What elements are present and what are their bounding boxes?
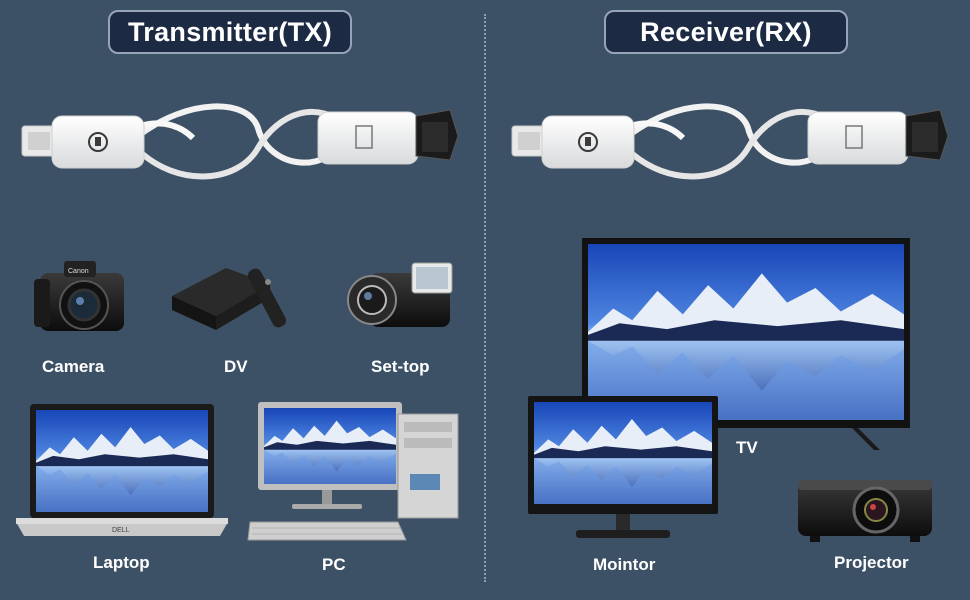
pc-label: PC (322, 555, 346, 574)
monitor-label: Mointor (593, 555, 656, 574)
transmitter-title: Transmitter(TX) (108, 10, 352, 54)
laptop-image: DELL (16, 404, 228, 536)
rx-cable-image (508, 88, 958, 198)
camera-label: Camera (42, 357, 105, 376)
receiver-title: Receiver(RX) (604, 10, 848, 54)
svg-text:DELL: DELL (112, 527, 130, 534)
section-divider (484, 14, 486, 582)
tx-cable-image (18, 88, 468, 198)
projector-image (798, 480, 932, 542)
camera-image: Canon (34, 261, 124, 331)
svg-text:Canon: Canon (68, 268, 89, 275)
tv-label: TV (736, 438, 758, 457)
settop-image (347, 262, 453, 327)
laptop-label: Laptop (93, 553, 150, 572)
dv-label: DV (224, 357, 248, 376)
pc-image (247, 402, 459, 541)
monitor-image (528, 396, 718, 538)
projector-label: Projector (834, 553, 909, 572)
dv-image (172, 268, 287, 330)
settop-label: Set-top (371, 357, 430, 376)
